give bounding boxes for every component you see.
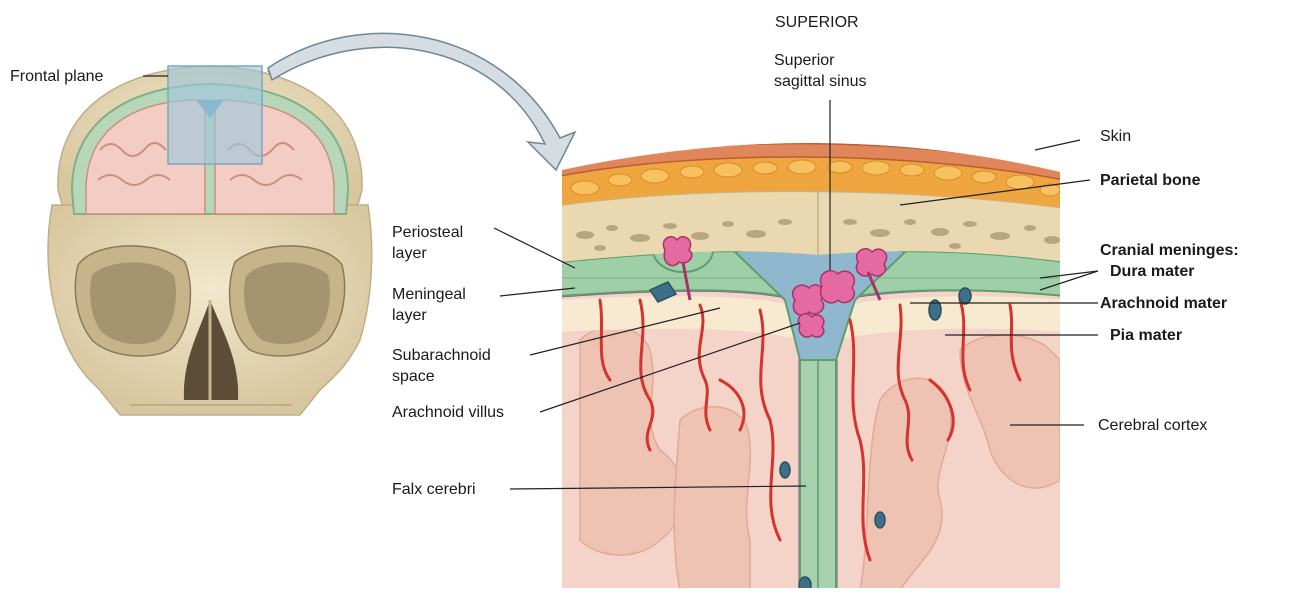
label-cerebral-cortex: Cerebral cortex [1098,415,1207,436]
label-arachnoid-villus: Arachnoid villus [392,402,504,423]
label-cranial-meninges: Cranial meninges: [1100,240,1239,261]
label-parietal-bone: Parietal bone [1100,170,1200,191]
label-meningeal-layer: Meningeal layer [392,284,466,326]
label-falx-cerebri: Falx cerebri [392,479,476,500]
label-skin: Skin [1100,126,1131,147]
label-superior: SUPERIOR [775,12,859,33]
parietal-bone [560,191,1065,262]
label-frontal-plane: Frontal plane [10,66,103,87]
label-subarachnoid-space: Subarachnoid space [392,345,491,387]
label-superior-sagittal-sinus: Superior sagittal sinus [774,50,867,92]
detail-section [560,110,1065,588]
frontal-plane-box [168,66,262,164]
label-periosteal-layer: Periosteal layer [392,222,463,264]
label-pia-mater: Pia mater [1110,325,1182,346]
label-arachnoid-mater: Arachnoid mater [1100,293,1227,314]
label-dura-mater: Dura mater [1110,261,1194,282]
